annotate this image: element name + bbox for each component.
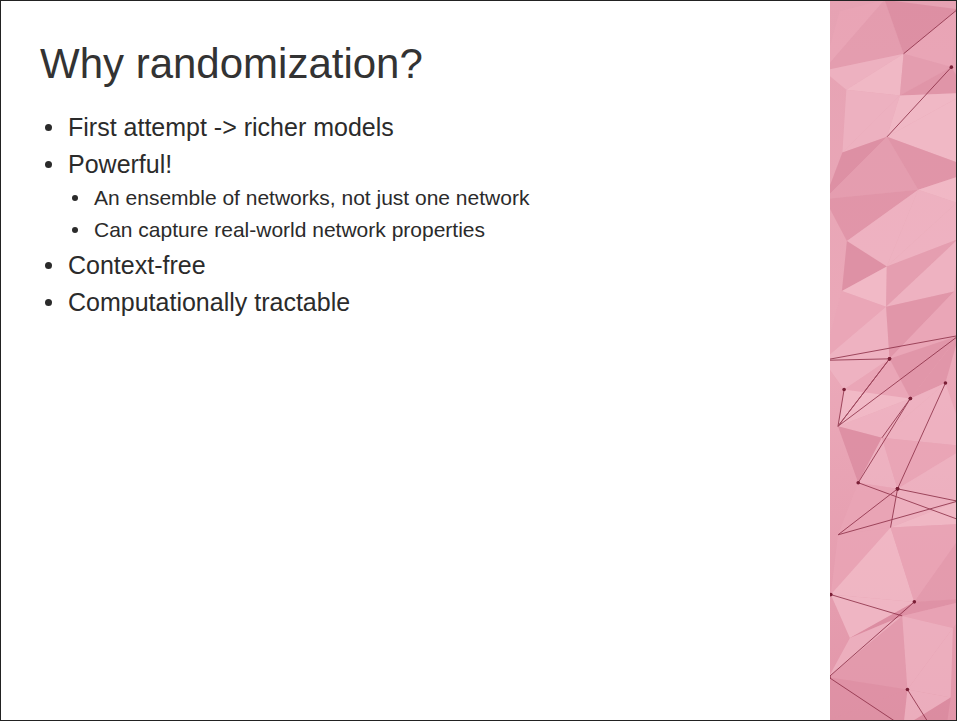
bullet-dot xyxy=(72,195,78,201)
sub-bullet-text: An ensemble of networks, not just one ne… xyxy=(94,186,529,210)
bullet-dot xyxy=(45,161,52,168)
bullet-text: Context-free xyxy=(68,251,206,280)
bullet-dot xyxy=(45,262,52,269)
bullet-dot xyxy=(72,227,78,233)
network-decoration xyxy=(830,1,956,720)
sub-bullet-text: Can capture real-world network propertie… xyxy=(94,218,485,242)
bullet-text: First attempt -> richer models xyxy=(68,113,394,142)
bullet-dot xyxy=(45,124,52,131)
bullet-text: Powerful! xyxy=(68,150,172,179)
bullet-dot xyxy=(45,299,52,306)
slide-title: Why randomization? xyxy=(40,40,423,88)
bullet-text: Computationally tractable xyxy=(68,288,350,317)
